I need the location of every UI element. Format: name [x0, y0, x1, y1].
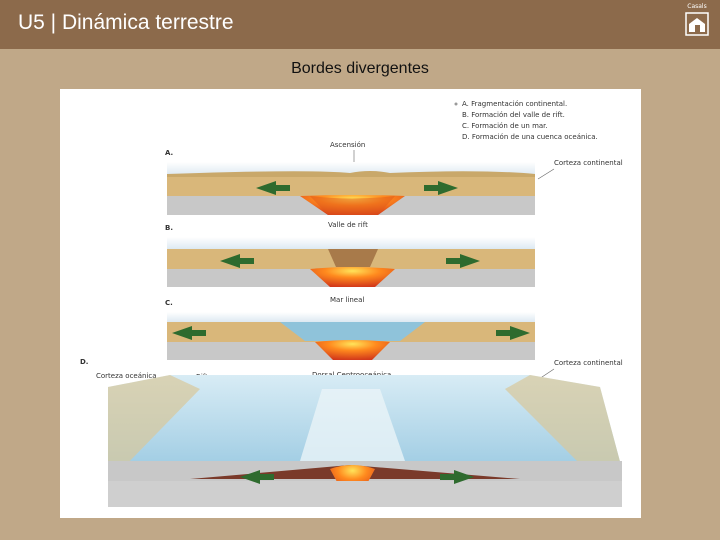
logo-text: Casals — [684, 3, 710, 10]
house-icon — [685, 12, 709, 36]
panel-b-rift-valley: B. Valle de rift — [165, 221, 535, 287]
legend-item-c: C. Formación de un mar. — [462, 122, 548, 130]
legend-item-a: A. Fragmentación continental. — [462, 100, 567, 108]
panel-a-letter: A. — [165, 149, 173, 157]
panel-d-letter: D. — [80, 358, 88, 366]
legend-item-b: B. Formación del valle de rift. — [462, 111, 565, 119]
panel-c-linear-sea-label: Mar lineal — [330, 296, 364, 304]
divergent-boundaries-figure: A. Fragmentación continental. B. Formaci… — [60, 89, 641, 518]
legend-bullet — [455, 103, 458, 106]
figure-legend: A. Fragmentación continental. B. Formaci… — [455, 100, 598, 141]
panel-b-letter: B. — [165, 224, 173, 232]
panel-d-ocean-basin: D. Corteza oceánica Rift Dorsal Centrooc… — [80, 358, 623, 507]
divergent-boundaries-diagram: A. Fragmentación continental. B. Formaci… — [60, 89, 641, 518]
panel-a-continental-crust-label: Corteza continental — [554, 159, 623, 167]
slide-header: U5 | Dinámica terrestre Casals — [0, 0, 720, 49]
panel-d-oceanic-crust-label: Corteza oceánica — [96, 372, 157, 380]
panel-b-rift-valley-label: Valle de rift — [328, 221, 368, 229]
legend-item-d: D. Formación de una cuenca oceánica. — [462, 133, 598, 141]
panel-a-ascension-label: Ascensión — [330, 141, 365, 149]
panel-a-continental-breakup: A. Ascensión Corteza continental — [165, 141, 623, 215]
slide-subtitle: Bordes divergentes — [0, 60, 720, 78]
panel-c-linear-sea: C. Mar lineal — [165, 296, 535, 360]
panel-c-letter: C. — [165, 299, 173, 307]
panel-d-continental-crust-label: Corteza continental — [554, 359, 623, 367]
slide-title: U5 | Dinámica terrestre — [18, 11, 234, 35]
publisher-logo: Casals — [684, 3, 710, 37]
